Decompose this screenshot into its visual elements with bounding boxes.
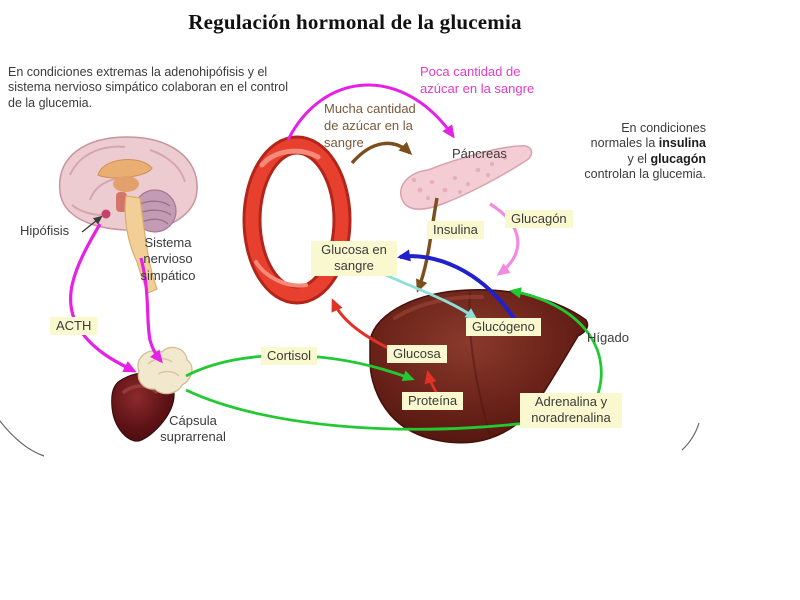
note-normal-mid: y el — [627, 151, 651, 166]
tag-glucose: Glucosa — [387, 345, 447, 364]
brain-illustration — [58, 136, 198, 294]
glucose-to-liver-arrow — [382, 272, 478, 320]
note-normal-post: controlan la glucemia. — [584, 166, 706, 181]
note-extreme-conditions: En condiciones extremas la adenohipófisi… — [8, 65, 288, 110]
tag-protein: Proteína — [402, 392, 464, 411]
label-pituitary: Hipófisis — [20, 223, 70, 238]
pituitary-gland — [101, 209, 111, 219]
insulin-arrow — [416, 197, 439, 293]
corner-arc-left — [0, 420, 45, 457]
high-sugar-arrow — [350, 141, 413, 165]
note-normal-conditions: En condiciones normales la insulina y el… — [584, 121, 706, 182]
tag-glycogen: Glucógeno — [466, 318, 541, 337]
acth-arrow — [68, 223, 137, 373]
pituitary-pointer-arrow — [81, 215, 103, 233]
tag-blood-glucose: Glucosa en sangre — [311, 241, 397, 276]
label-liver: Hígado — [587, 330, 629, 345]
sympathetic-arrow — [139, 257, 163, 364]
tag-insulin: Insulina — [427, 221, 484, 240]
pancreas-illustration — [399, 144, 533, 210]
tag-glucagon: Glucagón — [505, 210, 573, 229]
note-low-sugar: Poca cantidad de azúcar en la sangre — [420, 64, 535, 96]
glucagon-arrow — [489, 202, 520, 276]
corner-arc-right — [681, 422, 700, 451]
note-normal-glucagon: glucagón — [650, 151, 706, 166]
tag-adrenaline: Adrenalina y noradrenalina — [520, 393, 622, 428]
blood-vessel-ring — [242, 135, 352, 305]
glycogen-to-glucose-arrow — [397, 249, 519, 325]
label-sympathetic-system: Sistema nervioso simpático — [140, 235, 196, 283]
page-title: Regulación hormonal de la glucemia — [188, 10, 522, 34]
low-sugar-arrow — [286, 83, 455, 141]
tag-acth: ACTH — [50, 317, 98, 336]
note-normal-insulin: insulina — [658, 136, 706, 151]
label-pancreas: Páncreas — [452, 146, 507, 161]
tag-cortisol: Cortisol — [261, 347, 318, 366]
note-normal-pre: En condiciones normales la — [590, 121, 706, 151]
adrenaline-arrow — [509, 287, 603, 395]
note-high-sugar: Mucha cantidad de azúcar en la sangre — [324, 101, 416, 150]
label-adrenal-capsule: Cápsula suprarrenal — [160, 413, 226, 445]
